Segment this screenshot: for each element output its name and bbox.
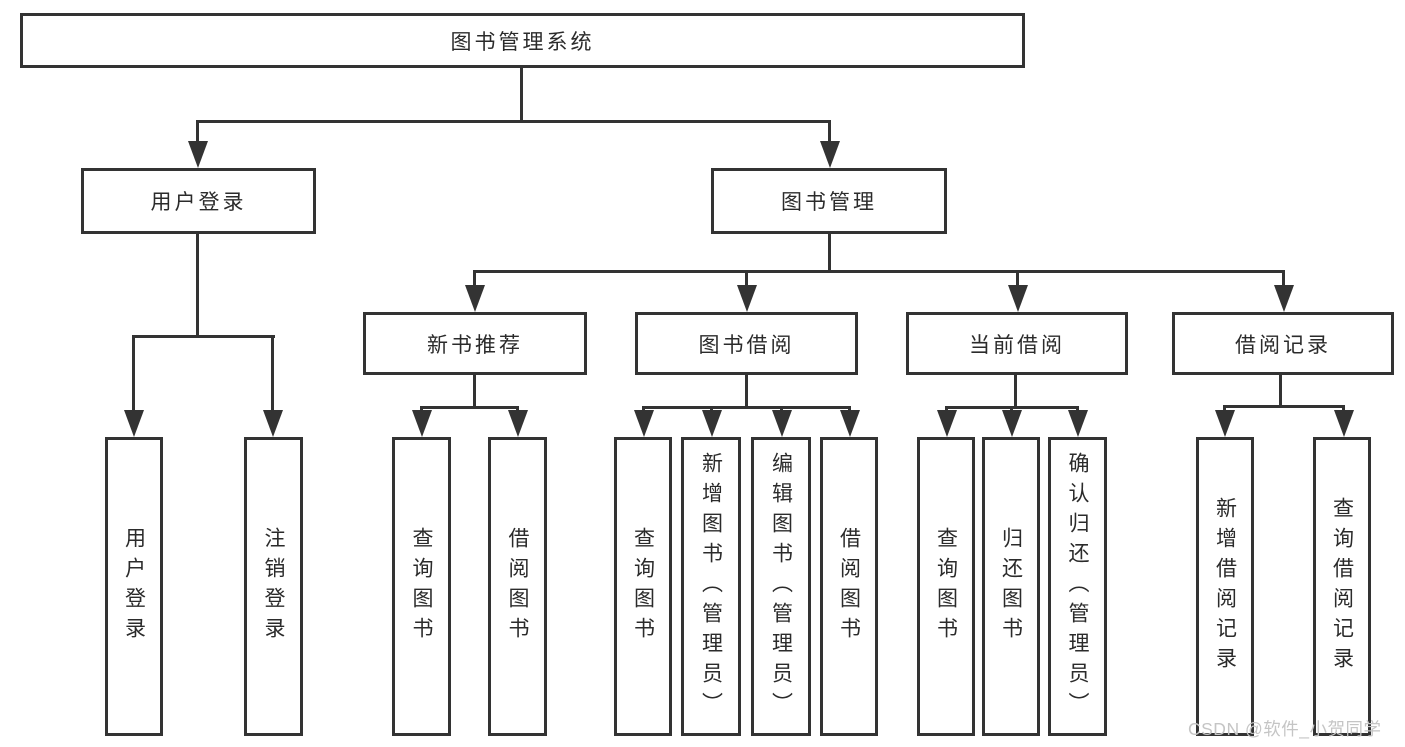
leaf-borrow-book-recommend: 借阅图书 bbox=[488, 437, 547, 736]
arrow-down-icon bbox=[840, 410, 860, 437]
leaf-label: 编辑图书（管理员） bbox=[769, 451, 793, 722]
connector-line bbox=[271, 335, 274, 413]
arrow-down-icon bbox=[1274, 285, 1294, 312]
arrow-down-icon bbox=[1002, 410, 1022, 437]
arrow-down-icon bbox=[1334, 410, 1354, 437]
connector-line bbox=[132, 335, 275, 338]
arrow-down-icon bbox=[412, 410, 432, 437]
arrow-down-icon bbox=[737, 285, 757, 312]
arrow-down-icon bbox=[937, 410, 957, 437]
arrow-down-icon bbox=[188, 141, 208, 168]
leaf-label: 借阅图书 bbox=[837, 526, 861, 647]
leaf-label: 借阅图书 bbox=[506, 526, 529, 647]
connector-line bbox=[473, 270, 476, 288]
connector-line bbox=[473, 270, 1285, 273]
connector-line bbox=[1014, 375, 1017, 408]
leaf-query-book-recommend: 查询图书 bbox=[392, 437, 451, 736]
leaf-label: 归还图书 bbox=[999, 526, 1023, 647]
node-book-management: 图书管理 bbox=[711, 168, 947, 234]
connector-line bbox=[1016, 270, 1019, 288]
leaf-label: 查询图书 bbox=[410, 526, 433, 647]
arrow-down-icon bbox=[634, 410, 654, 437]
arrow-down-icon bbox=[508, 410, 528, 437]
connector-line bbox=[196, 234, 199, 337]
leaf-label: 查询借阅记录 bbox=[1330, 496, 1354, 677]
arrow-down-icon bbox=[1008, 285, 1028, 312]
leaf-label: 查询图书 bbox=[934, 526, 958, 647]
node-root: 图书管理系统 bbox=[20, 13, 1025, 68]
connector-line bbox=[520, 68, 523, 122]
csdn-watermark: CSDN @软件_小贺同学 bbox=[1188, 719, 1382, 739]
arrow-down-icon bbox=[1215, 410, 1235, 437]
leaf-label: 用户登录 bbox=[122, 526, 146, 647]
connector-line bbox=[1223, 405, 1345, 408]
leaf-label: 注销登录 bbox=[262, 526, 285, 647]
connector-line bbox=[745, 270, 748, 288]
connector-line bbox=[745, 375, 748, 408]
connector-line bbox=[828, 120, 831, 145]
arrow-down-icon bbox=[820, 141, 840, 168]
leaf-query-book-borrow: 查询图书 bbox=[614, 437, 672, 736]
connector-line bbox=[1279, 375, 1282, 406]
leaf-query-book-current: 查询图书 bbox=[917, 437, 975, 736]
arrow-down-icon bbox=[702, 410, 722, 437]
leaf-label: 新增图书（管理员） bbox=[699, 451, 723, 722]
leaf-label: 确认归还（管理员） bbox=[1066, 451, 1089, 722]
leaf-confirm-return-admin: 确认归还（管理员） bbox=[1048, 437, 1107, 736]
connector-line bbox=[1342, 405, 1345, 414]
leaf-query-borrow-record: 查询借阅记录 bbox=[1313, 437, 1371, 736]
node-book-borrow: 图书借阅 bbox=[635, 312, 858, 375]
node-borrow-records: 借阅记录 bbox=[1172, 312, 1394, 375]
arrow-down-icon bbox=[465, 285, 485, 312]
arrow-down-icon bbox=[772, 410, 792, 437]
connector-line bbox=[642, 406, 851, 409]
leaf-user-login: 用户登录 bbox=[105, 437, 163, 736]
connector-line bbox=[420, 406, 519, 409]
connector-line bbox=[828, 234, 831, 272]
node-new-book-recommend: 新书推荐 bbox=[363, 312, 587, 375]
leaf-borrow-book: 借阅图书 bbox=[820, 437, 878, 736]
connector-line bbox=[196, 120, 831, 123]
connector-line bbox=[1223, 405, 1226, 414]
leaf-add-borrow-record: 新增借阅记录 bbox=[1196, 437, 1254, 736]
leaf-label: 查询图书 bbox=[631, 526, 655, 647]
leaf-logout: 注销登录 bbox=[244, 437, 303, 736]
leaf-edit-book-admin: 编辑图书（管理员） bbox=[751, 437, 811, 736]
node-current-borrow: 当前借阅 bbox=[906, 312, 1128, 375]
leaf-label: 新增借阅记录 bbox=[1213, 496, 1237, 677]
arrow-down-icon bbox=[1068, 410, 1088, 437]
connector-line bbox=[473, 375, 476, 408]
leaf-add-book-admin: 新增图书（管理员） bbox=[681, 437, 741, 736]
connector-line bbox=[196, 120, 199, 145]
connector-line bbox=[132, 335, 135, 413]
node-user-login: 用户登录 bbox=[81, 168, 316, 234]
arrow-down-icon bbox=[124, 410, 144, 437]
leaf-return-book: 归还图书 bbox=[982, 437, 1040, 736]
connector-line bbox=[1282, 270, 1285, 288]
arrow-down-icon bbox=[263, 410, 283, 437]
